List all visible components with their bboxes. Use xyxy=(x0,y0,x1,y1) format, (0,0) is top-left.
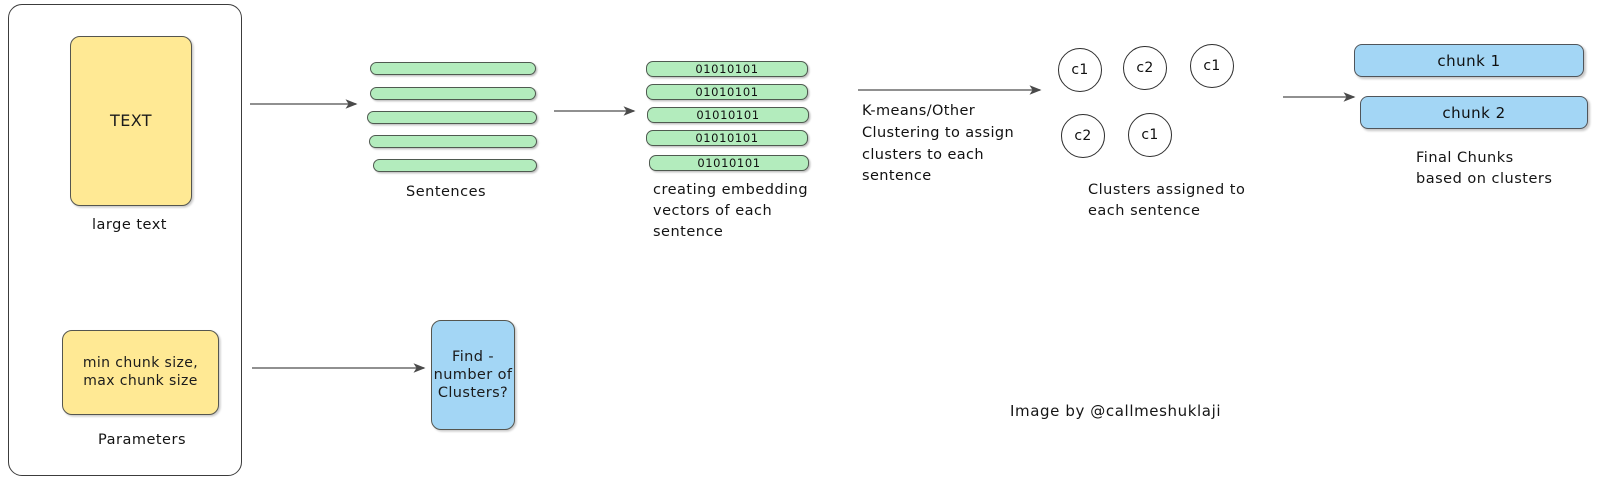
chunks-caption: Final Chunks based on clusters xyxy=(1416,150,1553,188)
sentence-bar[interactable] xyxy=(373,159,537,172)
sentence-bar[interactable] xyxy=(369,135,537,148)
large-text-caption: large text xyxy=(92,217,167,233)
find-number-of-clusters-box[interactable]: Find - number of Clusters? xyxy=(431,320,515,430)
parameters-box-label: min chunk size, max chunk size xyxy=(82,355,199,389)
cluster-circle[interactable]: c1 xyxy=(1190,44,1234,88)
chunk-box[interactable]: chunk 2 xyxy=(1360,96,1588,129)
large-text-box-label: TEXT xyxy=(110,111,152,130)
clustering-method-note: K-means/Other Clustering to assign clust… xyxy=(862,103,1015,185)
embedding-vector-bar[interactable]: 01010101 xyxy=(646,84,808,100)
sentences-caption: Sentences xyxy=(406,184,487,200)
parameters-box[interactable]: min chunk size, max chunk size xyxy=(62,330,219,415)
clusters-caption: Clusters assigned to each sentence xyxy=(1088,182,1246,220)
parameters-caption: Parameters xyxy=(98,432,186,448)
sentence-bar[interactable] xyxy=(370,62,536,75)
cluster-circle[interactable]: c1 xyxy=(1128,113,1172,157)
embeddings-caption: creating embedding vectors of each sente… xyxy=(653,182,809,241)
sentence-bar[interactable] xyxy=(370,87,536,100)
embedding-vector-bar[interactable]: 01010101 xyxy=(646,61,808,77)
embedding-vector-bar[interactable]: 01010101 xyxy=(649,155,809,171)
cluster-circle[interactable]: c1 xyxy=(1058,48,1102,92)
cluster-circle[interactable]: c2 xyxy=(1061,114,1105,158)
large-text-box[interactable]: TEXT xyxy=(70,36,192,206)
cluster-circle[interactable]: c2 xyxy=(1123,46,1167,90)
image-credit: Image by @callmeshuklaji xyxy=(1010,402,1222,420)
chunk-box[interactable]: chunk 1 xyxy=(1354,44,1584,77)
find-number-of-clusters-label: Find - number of Clusters? xyxy=(433,348,513,402)
sentence-bar[interactable] xyxy=(367,111,537,124)
embedding-vector-bar[interactable]: 01010101 xyxy=(647,107,809,123)
embedding-vector-bar[interactable]: 01010101 xyxy=(646,130,808,146)
